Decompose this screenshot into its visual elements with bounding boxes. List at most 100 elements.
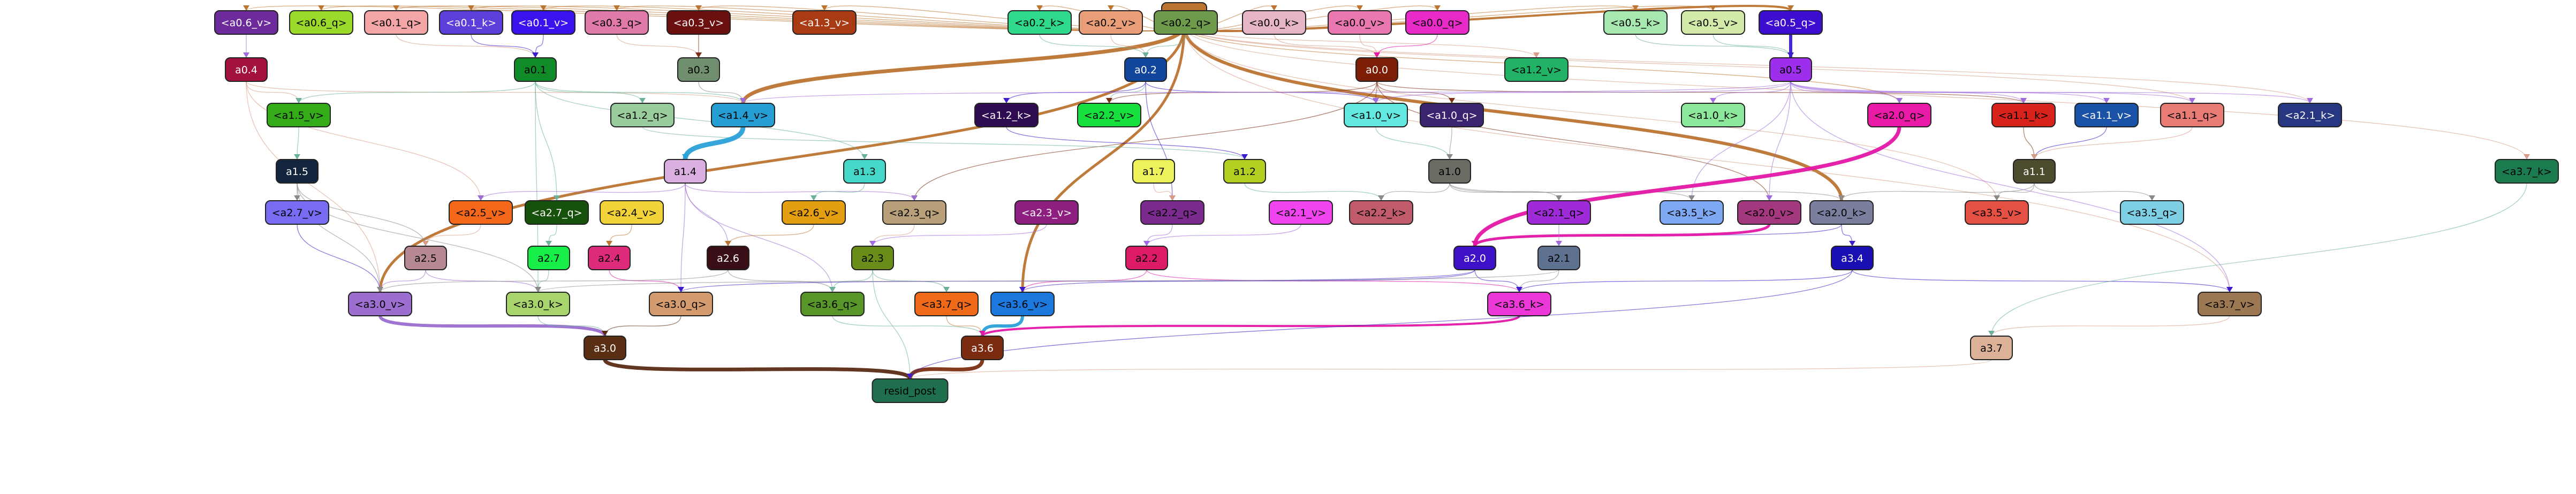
node-a3-0[interactable]: a3.0 [584, 336, 626, 360]
node-a2-6-v[interactable]: <a2.6_v> [782, 200, 846, 225]
node-a0-4[interactable]: a0.4 [225, 57, 268, 82]
node-box [1831, 246, 1874, 270]
node-a1-1-v[interactable]: <a1.1_v> [2074, 103, 2139, 127]
node-a2-4[interactable]: a2.4 [588, 246, 631, 270]
node-a3-7-k[interactable]: <a3.7_k> [2495, 159, 2559, 184]
node-a2-0-k[interactable]: <a2.0_k> [1809, 200, 1874, 225]
node-a3-4[interactable]: a3.4 [1831, 246, 1874, 270]
node-a3-0-v[interactable]: <a3.0_v> [348, 292, 412, 316]
node-a0-2-k[interactable]: <a0.2_k> [1007, 10, 1072, 35]
node-a3-0-q[interactable]: <a3.0_q> [649, 292, 713, 316]
node-a3-6-k[interactable]: <a3.6_k> [1487, 292, 1551, 316]
node-a3-5-q[interactable]: <a3.5_q> [2120, 200, 2184, 225]
node-a1-2-v[interactable]: <a1.2_v> [1504, 57, 1569, 82]
node-a2-7-q[interactable]: <a2.7_q> [525, 200, 589, 225]
node-a1-0-v[interactable]: <a1.0_v> [1344, 103, 1408, 127]
node-a3-6[interactable]: a3.6 [961, 336, 1004, 360]
node-a1-4-v[interactable]: <a1.4_v> [711, 103, 775, 127]
node-a0-1-q[interactable]: <a0.1_q> [364, 10, 428, 35]
node-a0-3-q[interactable]: <a0.3_q> [585, 10, 649, 35]
node-a0-2[interactable]: a0.2 [1124, 57, 1167, 82]
edge-a2_6-to-a3_6_q [728, 269, 833, 293]
node-a2-3-v[interactable]: <a2.3_v> [1014, 200, 1079, 225]
node-a1-0-k[interactable]: <a1.0_k> [1681, 103, 1745, 127]
node-a0-5-k[interactable]: <a0.5_k> [1603, 10, 1668, 35]
node-a3-7-v[interactable]: <a3.7_v> [2198, 292, 2262, 316]
node-a0-1-k[interactable]: <a0.1_k> [439, 10, 503, 35]
node-a0-0-v[interactable]: <a0.0_v> [1328, 10, 1392, 35]
node-a0-6-q[interactable]: <a0.6_q> [289, 10, 353, 35]
node-a2-1-v[interactable]: <a2.1_v> [1269, 200, 1333, 225]
node-a2-5-v[interactable]: <a2.5_v> [449, 200, 513, 225]
node-a3-5-k[interactable]: <a3.5_k> [1660, 200, 1724, 225]
node-a1-0-q[interactable]: <a1.0_q> [1420, 103, 1484, 127]
node-a1-5-v[interactable]: <a1.5_v> [267, 103, 331, 127]
node-a1-1-k[interactable]: <a1.1_k> [1991, 103, 2056, 127]
node-a2-0-v[interactable]: <a2.0_v> [1737, 200, 1801, 225]
node-a0-3[interactable]: a0.3 [677, 57, 720, 82]
node-a0-5-v[interactable]: <a0.5_v> [1681, 10, 1745, 35]
node-a0-2-v[interactable]: <a0.2_v> [1079, 10, 1143, 35]
node-a2-0-q[interactable]: <a2.0_q> [1867, 103, 1931, 127]
node-box [364, 10, 428, 35]
node-a3-6-v[interactable]: <a3.6_v> [990, 292, 1055, 316]
node-box [1991, 103, 2056, 127]
node-a3-0-k[interactable]: <a3.0_k> [506, 292, 570, 316]
node-a2-7-v[interactable]: <a2.7_v> [265, 200, 329, 225]
node-a1-3-v[interactable]: <a1.3_v> [792, 10, 857, 35]
node-resid-post[interactable]: resid_post [872, 378, 949, 403]
node-a2-2-q[interactable]: <a2.2_q> [1140, 200, 1204, 225]
node-a2-5[interactable]: a2.5 [404, 246, 447, 270]
node-a1-5[interactable]: a1.5 [276, 159, 319, 184]
node-a3-5-v[interactable]: <a3.5_v> [1965, 200, 2029, 225]
node-box [1965, 200, 2029, 225]
node-a2-0[interactable]: a2.0 [1453, 246, 1496, 270]
node-a2-2-v[interactable]: <a2.2_v> [1077, 103, 1141, 127]
node-a1-1[interactable]: a1.1 [2013, 159, 2056, 184]
edge-arrowhead [1516, 287, 1522, 292]
node-a1-2-k[interactable]: <a1.2_k> [974, 103, 1039, 127]
node-a1-3[interactable]: a1.3 [843, 159, 886, 184]
node-a1-2[interactable]: a1.2 [1223, 159, 1266, 184]
node-a0-0[interactable]: a0.0 [1355, 57, 1398, 82]
node-a1-7[interactable]: a1.7 [1132, 159, 1175, 184]
node-a1-1-q[interactable]: <a1.1_q> [2160, 103, 2224, 127]
node-label: <a1.0_k> [1688, 110, 1738, 121]
node-box [584, 336, 626, 360]
node-a2-2-k[interactable]: <a2.2_k> [1349, 200, 1413, 225]
node-box [1132, 159, 1175, 184]
node-a1-4[interactable]: a1.4 [664, 159, 707, 184]
node-a2-2[interactable]: a2.2 [1125, 246, 1168, 270]
node-a3-6-q[interactable]: <a3.6_q> [800, 292, 865, 316]
node-a0-5-q[interactable]: <a0.5_q> [1759, 10, 1823, 35]
node-a2-3[interactable]: a2.3 [851, 246, 894, 270]
node-a2-4-v[interactable]: <a2.4_v> [600, 200, 664, 225]
node-a2-1[interactable]: a2.1 [1537, 246, 1580, 270]
node-label: <a0.5_q> [1765, 17, 1816, 29]
node-box [882, 200, 946, 225]
node-a0-0-k[interactable]: <a0.0_k> [1242, 10, 1306, 35]
edge-arrowhead [1019, 287, 1026, 292]
node-a2-1-k[interactable]: <a2.1_k> [2278, 103, 2342, 127]
node-a3-7[interactable]: a3.7 [1970, 336, 2013, 360]
node-a0-5[interactable]: a0.5 [1769, 57, 1812, 82]
edge-a1_1_v-to-a1_1 [2034, 126, 2107, 160]
edge-a2_0_q-to-a2_0 [1473, 126, 1901, 247]
node-a1-0[interactable]: a1.0 [1428, 159, 1471, 184]
node-a2-1-q[interactable]: <a2.1_q> [1527, 200, 1591, 225]
node-a2-7[interactable]: a2.7 [527, 246, 570, 270]
node-a0-2-q[interactable]: <a0.2_q> [1154, 10, 1218, 35]
node-a1-2-q[interactable]: <a1.2_q> [610, 103, 675, 127]
node-a2-6[interactable]: a2.6 [707, 246, 749, 270]
node-a0-0-q[interactable]: <a0.0_q> [1405, 10, 1469, 35]
node-a0-1[interactable]: a0.1 [514, 57, 557, 82]
node-a3-7-q[interactable]: <a3.7_q> [914, 292, 979, 316]
edge-arrowhead [1787, 5, 1794, 11]
edge-a1_4-to-a3_0_q [680, 183, 686, 293]
node-a0-1-v[interactable]: <a0.1_v> [511, 10, 575, 35]
node-a0-6-v[interactable]: <a0.6_v> [214, 10, 278, 35]
node-a2-3-q[interactable]: <a2.3_q> [882, 200, 946, 225]
node-a0-3-v[interactable]: <a0.3_v> [666, 10, 731, 35]
edge-a2_2_q-to-a2_2 [1146, 224, 1173, 247]
